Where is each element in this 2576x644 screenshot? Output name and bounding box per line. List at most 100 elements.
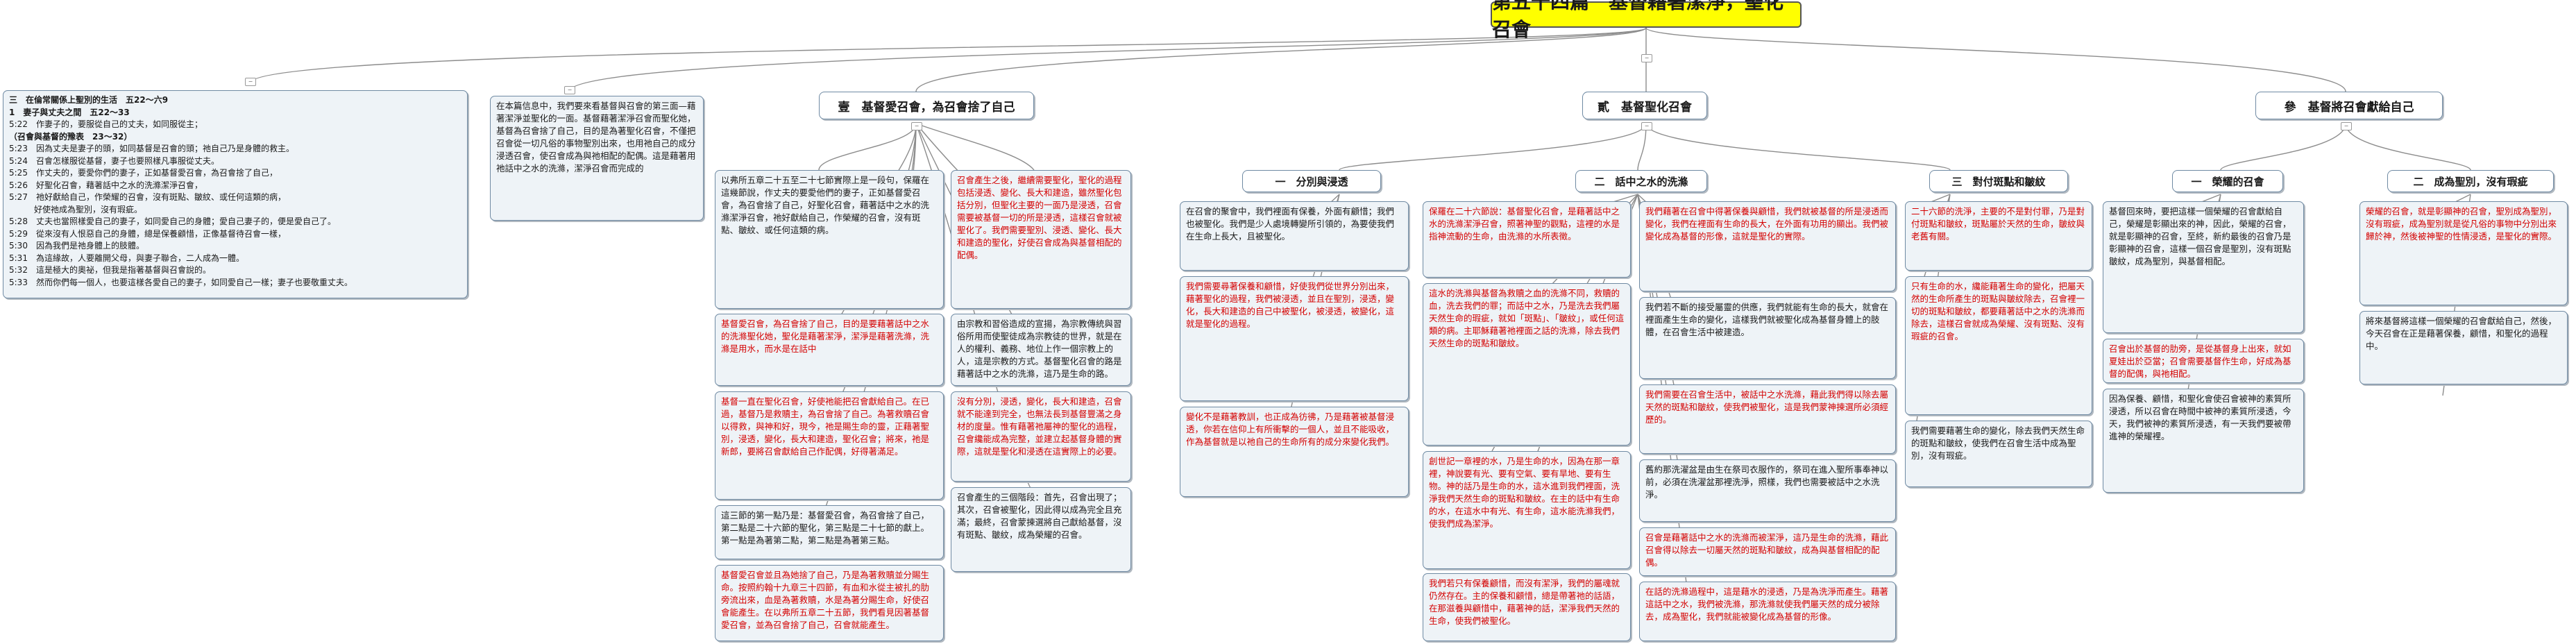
note-text: 因為保養、顧惜，和聖化會使召會被神的素質所浸透，所以召會在時間中被神的素質所浸透…	[2109, 393, 2291, 441]
note-text: 創世記一章裡的水，乃是生命的水，因為在那一章裡，神說要有光、要有空氣、要有旱地、…	[1429, 456, 1620, 529]
note-text: 召會產生的三個階段：首先，召會出現了；其次，召會被聖化，因此得以成為完全且充滿；…	[957, 492, 1122, 540]
note-text: 舊約那洗濯盆是由生在祭司衣服作的，祭司在進入聖所事奉神以前，必須在洗濯盆那裡洗淨…	[1645, 464, 1889, 500]
note-church-produced[interactable]: 召會產生之後，繼續需要聖化，聖化的過程包括浸透、變化、長大和建造，雖然聖化包括分…	[951, 170, 1131, 309]
note-sanctifying[interactable]: 基督一直在聖化召會，好使祂能把召會獻給自己。在已過，基督乃是救贖主，為召會捨了自…	[715, 391, 944, 500]
heading-washing-water[interactable]: 二 話中之水的洗滌	[1575, 170, 1707, 192]
collapse-toggle-icon[interactable]: −	[564, 86, 575, 94]
note-washing-blood[interactable]: 這水的洗滌與基督為救贖之血的洗滌不同，救贖的血，洗去我們的罪；而話中之水，乃是洗…	[1423, 283, 1631, 446]
note-water-cleansed[interactable]: 召會是藉著話中之水的洗滌而被潔淨，這乃是生命的洗滌，藉此召會得以除去一切屬天然的…	[1639, 527, 1896, 576]
note-no-separation[interactable]: 沒有分別，浸透，變化，長大和建造，召會就不能達到完全，也無法長到基督豐滿之身材的…	[951, 391, 1131, 482]
note-text: 榮耀的召會，就是彰顯神的召會，聖別成為聖別，沒有瑕疵，成為聖別就是從凡俗的事物中…	[2366, 206, 2557, 242]
heading-sanctify-church[interactable]: 貳 基督聖化召會	[1582, 92, 1707, 119]
note-redemption[interactable]: 基督愛召會並且為她捨了自己，乃是為著救贖並分賜生命。按照約翰十九章三十四節，有血…	[715, 565, 944, 641]
note-nourish-cherish[interactable]: 我們需要尋著保養和顧惜，好使我們從世界分別出來，藉著聖化的過程，我們被浸透，並且…	[1180, 276, 1409, 401]
note-future-present[interactable]: 將來基督將這樣一個榮耀的召會獻給自己，然後，今天召會在正是藉著保養，顧惜，和聖化…	[2359, 311, 2568, 384]
note-verse-26[interactable]: 保羅在二十六節說：基督聖化召會，是藉著話中之水的洗滌潔淨召會，照著神聖的觀點，這…	[1423, 201, 1631, 278]
note-text: 這三節的第一點乃是：基督愛召會，為召會捨了自己，第二點是二十六節的聖化，第三點是…	[721, 510, 930, 545]
note-three-stages[interactable]: 召會產生的三個階段：首先，召會出現了；其次，召會被聖化，因此得以成為完全且充滿；…	[951, 487, 1131, 572]
note-text: 在本篇信息中，我們要來看基督與召會的第三面—藉著潔淨並聖化的一面。基督藉著潔淨召…	[496, 101, 696, 173]
note-text: 召會出於基督的肋旁，是從基督身上出來，就如夏娃出於亞當；召會需要基督作生命，好成…	[2109, 344, 2291, 379]
connector	[1637, 123, 1647, 171]
note-genesis-water[interactable]: 創世記一章裡的水，乃是生命的水，因為在那一章裡，神說要有光、要有空氣、要有旱地、…	[1423, 451, 1631, 569]
note-need-washing[interactable]: 我們需要在召會生活中，被話中之水洗滌，藉此我們得以除去屬天然的斑點和皺紋，使我們…	[1639, 384, 1896, 454]
note-text: 變化不是藉著教訓，也正成為彷彿，乃是藉著被基督浸透，你若在信仰上有所衝擊的一個人…	[1186, 412, 1395, 447]
note-line: 5:28 丈夫也當照樣愛自己的妻子，如同愛自己的身體；愛自己妻子的，便是愛自己了…	[9, 217, 336, 226]
note-line: 5:26 好聖化召會，藉著話中之水的洗滌潔淨召會，	[9, 180, 203, 190]
root-title: 第五十四篇 基督藉著潔淨，聖化召會	[1492, 0, 1784, 41]
note-line: 5:33 然而你們每一個人，也要這樣各愛自己的妻子，如同愛自己一樣；妻子也要敬重…	[9, 277, 353, 287]
note-eph-five[interactable]: 以弗所五章二十五至二十七節實際上是一段句，保羅在這幾節說，作丈夫的要愛他們的妻子…	[715, 170, 944, 309]
note-text: 由宗教和習俗造成的宣揚，為宗教傳統與習俗所用而使聖徒成為宗教徒的世界，就是在人的…	[957, 319, 1122, 379]
collapse-toggle-icon[interactable]: −	[1641, 122, 1652, 130]
intro-note[interactable]: 在本篇信息中，我們要來看基督與召會的第三面—藉著潔淨並聖化的一面。基督藉著潔淨召…	[490, 96, 704, 221]
note-line: 5:22 作妻子的，要服從自己的丈夫，如同服從主；	[9, 119, 203, 129]
note-line: 好使祂成為聖別，沒有瑕疵。	[9, 204, 143, 214]
note-line: 三 在倫常關係上聖別的生活 五22～六9	[9, 95, 169, 105]
note-text: 沒有分別，浸透，變化，長大和建造，召會就不能達到完全，也無法長到基督豐滿之身材的…	[957, 396, 1122, 457]
note-line: 5:32 這是極大的奧祕，但我是指著基督與召會說的。	[9, 265, 211, 275]
note-laver[interactable]: 舊約那洗濯盆是由生在祭司衣服作的，祭司在進入聖所事奉神以前，必須在洗濯盆那裡洗淨…	[1639, 459, 1896, 522]
note-line: 5:23 因為丈夫是妻子的頭，如同基督是召會的頭；祂自己乃是身體的救主。	[9, 144, 294, 153]
note-line: 1 妻子與丈夫之間 五22～33	[9, 107, 130, 117]
collapse-toggle-icon[interactable]: −	[911, 122, 922, 130]
heading-label: 二 成為聖別，沒有瑕疵	[2413, 175, 2528, 188]
note-three-points[interactable]: 這三節的第一點乃是：基督愛召會，為召會捨了自己，第二點是二十六節的聖化，第三點是…	[715, 505, 944, 559]
connector	[1339, 123, 1647, 171]
collapse-toggle-icon[interactable]: −	[245, 78, 256, 86]
note-divine-essence[interactable]: 因為保養、顧惜，和聖化會使召會被神的素質所浸透，所以召會在時間中被神的素質所浸透…	[2103, 389, 2304, 493]
note-text: 我們需要尋著保養和顧惜，好使我們從世界分別出來，藉著聖化的過程，我們被浸透，並且…	[1186, 281, 1395, 329]
heading-label: 貳 基督聖化召會	[1598, 100, 1692, 115]
note-line: 5:24 召會怎樣服從基督，妻子也要照樣凡事服從丈夫。	[9, 155, 219, 166]
note-transformation[interactable]: 變化不是藉著教訓，也正成為彷彿，乃是藉著被基督浸透，你若在信仰上有所衝擊的一個人…	[1180, 407, 1409, 497]
note-spots-natural[interactable]: 二十六節的洗淨，主要的不是對付罪，乃是對付斑點和皺紋，斑點屬於天然的生命，皺紋與…	[1905, 201, 2092, 271]
note-text: 我們藉著在召會中得著保養與顧惜，我們就被基督的所是浸透而變化，我們在裡面有生命的…	[1645, 206, 1889, 242]
heading-love-church[interactable]: 壹 基督愛召會，為召會捨了自己	[819, 92, 1034, 119]
heading-label: 參 基督將召會獻給自己	[2284, 100, 2414, 115]
connector	[915, 27, 1647, 92]
note-text: 我們需要藉著生命的變化，除去我們天然生命的斑點和皺紋，使我們在召會生活中成為聖別…	[1911, 425, 2085, 461]
note-text: 在召會的聚會中，我們裡面有保養，外面有顧惜；我們也被聖化。我們是少人處境轉變所引…	[1186, 206, 1395, 242]
note-text: 我們若不斷的接受屬靈的供應，我們就能有生命的長大，就會在裡面產生生命的變化，這樣…	[1645, 302, 1889, 337]
note-loved-church[interactable]: 基督愛召會，為召會捨了自己，目的是要藉著話中之水的洗滌聖化她，聖化是藉著潔淨，潔…	[715, 314, 944, 386]
note-text: 保羅在二十六節說：基督聖化召會，是藉著話中之水的洗滌潔淨召會，照著神聖的觀點，這…	[1429, 206, 1620, 242]
heading-holy-blameless[interactable]: 二 成為聖別，沒有瑕疵	[2387, 170, 2554, 192]
note-supply[interactable]: 我們若不斷的接受屬靈的供應，我們就能有生命的長大，就會在裡面產生生命的變化，這樣…	[1639, 297, 1896, 379]
heading-label: 三 對付斑點和皺紋	[1951, 175, 2046, 188]
note-church-nourish[interactable]: 我們藉著在召會中得著保養與顧惜，我們就被基督的所是浸透而變化，我們在裡面有生命的…	[1639, 201, 1896, 291]
note-line: 5:30 因為我們是祂身體上的肢體。	[9, 241, 144, 251]
note-text: 只有生命的水，纔能藉著生命的變化，把屬天然的生命所產生的斑點與皺紋除去，召會裡一…	[1911, 281, 2085, 341]
note-christ-returns[interactable]: 基督回來時，要把這樣一個榮耀的召會獻給自己，榮耀是彰顯出來的神，因此，榮耀的召會…	[2103, 201, 2304, 333]
note-text: 基督愛召會並且為她捨了自己，乃是為著救贖並分賜生命。按照約翰十九章三十四節，有血…	[721, 570, 930, 630]
heading-label: 壹 基督愛召會，為召會捨了自己	[838, 100, 1015, 115]
note-text: 我們需要在召會生活中，被話中之水洗滌，藉此我們得以除去屬天然的斑點和皺紋，使我們…	[1645, 389, 1889, 425]
note-meetings[interactable]: 在召會的聚會中，我們裡面有保養，外面有顧惜；我們也被聖化。我們是少人處境轉變所引…	[1180, 201, 1409, 271]
note-text: 基督回來時，要把這樣一個榮耀的召會獻給自己，榮耀是彰顯出來的神，因此，榮耀的召會…	[2109, 206, 2291, 266]
note-religion[interactable]: 由宗教和習俗造成的宣揚，為宗教傳統與習俗所用而使聖徒成為宗教徒的世界，就是在人的…	[951, 314, 1131, 386]
heading-spots-wrinkles[interactable]: 三 對付斑點和皺紋	[1929, 170, 2068, 192]
connector	[915, 123, 1035, 171]
collapse-toggle-icon[interactable]: −	[1641, 54, 1652, 62]
heading-glorious-church[interactable]: 一 榮耀的召會	[2172, 170, 2283, 192]
connector	[1645, 123, 1951, 171]
note-without-cleansing[interactable]: 我們若只有保養顧惜，而沒有潔淨，我們的屬魂就仍然存在。主的保養和顧惜，總是帶著祂…	[1423, 573, 1631, 641]
note-text: 以弗所五章二十五至二十七節實際上是一段句，保羅在這幾節說，作丈夫的要愛他們的妻子…	[721, 175, 930, 235]
note-text: 召會產生之後，繼續需要聖化，聖化的過程包括浸透、變化、長大和建造，雖然聖化包括分…	[957, 175, 1122, 260]
note-glorious-holy[interactable]: 榮耀的召會，就是彰顯神的召會，聖別成為聖別，沒有瑕疵，成為聖別就是從凡俗的事物中…	[2359, 201, 2568, 305]
connector	[818, 123, 917, 171]
note-need-transform[interactable]: 我們需要藉著生命的變化，除去我們天然生命的斑點和皺紋，使我們在召會生活中成為聖別…	[1905, 421, 2092, 487]
connector	[1645, 27, 2346, 92]
note-line: 5:31 為這緣故，人要離開父母，與妻子聯合，二人成為一體。	[9, 253, 244, 263]
heading-separate-saturate[interactable]: 一 分別與浸透	[1242, 170, 1381, 192]
note-line: 5:27 祂好獻給自己，作榮耀的召會，沒有斑點、皺紋、或任何這類的病，	[9, 192, 286, 202]
root-topic[interactable]: 第五十四篇 基督藉著潔淨，聖化召會	[1491, 0, 1802, 41]
note-text: 二十六節的洗淨，主要的不是對付罪，乃是對付斑點和皺紋，斑點屬於天然的生命，皺紋與…	[1911, 206, 2085, 242]
note-washing-process[interactable]: 在話的洗滌過程中，這是藉水的浸透，乃是為洗淨而產生。藉著這話中之水，我們被洗滌，…	[1639, 582, 1896, 641]
note-life-water[interactable]: 只有生命的水，纔能藉著生命的變化，把屬天然的生命所產生的斑點與皺紋除去，召會裡一…	[1905, 276, 2092, 415]
connector	[2345, 123, 2471, 171]
scripture-note[interactable]: 三 在倫常關係上聖別的生活 五22～六9 1 妻子與丈夫之間 五22～33 5:…	[3, 90, 468, 298]
note-church-side[interactable]: 召會出於基督的肋旁，是從基督身上出來，就如夏娃出於亞當；召會需要基督作生命，好成…	[2103, 339, 2304, 383]
collapse-toggle-icon[interactable]: −	[2341, 122, 2352, 130]
heading-present-church[interactable]: 參 基督將召會獻給自己	[2255, 92, 2443, 119]
heading-label: 一 榮耀的召會	[2191, 175, 2264, 188]
heading-label: 二 話中之水的洗滌	[1594, 175, 1688, 188]
